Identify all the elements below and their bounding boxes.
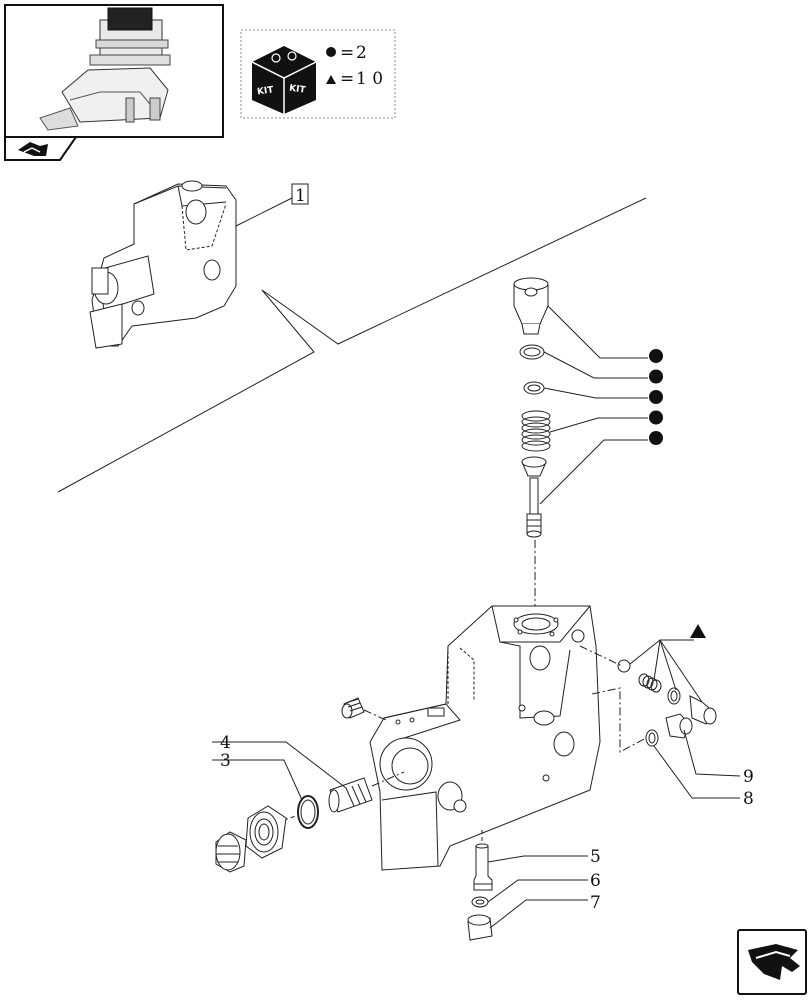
- callout-8: 8: [743, 789, 754, 809]
- callout-7: 7: [590, 893, 601, 913]
- leader-6: [487, 879, 588, 903]
- previous-page-icon[interactable]: [18, 142, 48, 156]
- kit-dot-marker: [649, 369, 663, 384]
- plunger: [328, 777, 373, 813]
- triangle-bullet-icon: [326, 75, 336, 84]
- legend-equals-triangle: =: [340, 69, 354, 89]
- kit-dot-marker: [649, 431, 663, 445]
- small-spring: [638, 673, 662, 693]
- kit-box-icon: KIT KIT: [251, 46, 317, 114]
- next-page-button[interactable]: [737, 929, 807, 995]
- o-ring-upper-inner: [523, 347, 541, 357]
- section-break-line: [57, 197, 647, 493]
- leader-7: [489, 899, 588, 929]
- kit-legend: KIT KIT = 2 = 1 0: [240, 29, 396, 119]
- triangle-count: 1 0: [356, 69, 383, 89]
- dot-count: 2: [356, 43, 367, 63]
- leader-4: [212, 741, 347, 789]
- kit-dot-marker: [649, 410, 663, 425]
- reference-box-label: 1: [295, 186, 306, 206]
- legend-equals-dot: =: [340, 43, 354, 63]
- leader-3: [212, 759, 303, 801]
- thumbnail-panel[interactable]: [4, 4, 224, 161]
- kit-dots: [649, 349, 663, 445]
- pilot-pin: [526, 477, 542, 538]
- machine-thumbnail-icon: [39, 7, 171, 131]
- set-screw-top: [341, 697, 365, 719]
- centerline-side-upper: [579, 645, 623, 667]
- plug-lower: [665, 713, 693, 739]
- callout-3: 3: [220, 751, 231, 771]
- valve-body: [369, 605, 601, 871]
- next-page-arrow-icon: [748, 944, 800, 980]
- callout-6: 6: [590, 871, 601, 891]
- leader-9: [683, 729, 741, 777]
- callout-4: 4: [220, 733, 231, 753]
- callout-9: 9: [743, 767, 754, 787]
- kit-label-left: KIT: [257, 85, 276, 97]
- poppet: [521, 456, 547, 477]
- centerline-side-lower: [591, 687, 647, 753]
- dot-bullet-icon: [326, 47, 336, 57]
- centerline-plunger: [371, 771, 405, 787]
- o-ring-lower-inner: [527, 384, 541, 392]
- leader-8: [653, 745, 740, 799]
- triangle-leaders: [629, 639, 703, 703]
- o-ring-side-inner: [648, 732, 656, 744]
- reference-leader: [235, 197, 293, 227]
- reference-assembly: [89, 180, 237, 349]
- side-port-parts: [617, 659, 717, 747]
- kit-dot-marker: [649, 349, 663, 363]
- kit-triangle-marker: [690, 624, 706, 638]
- callout-5: 5: [590, 847, 601, 867]
- spring: [521, 410, 551, 452]
- adapter-fitting: [245, 805, 287, 859]
- o-ring-port-inner: [300, 799, 316, 825]
- kit-dot-marker: [649, 390, 663, 404]
- centerline-set-screw: [363, 709, 387, 721]
- leader-5: [487, 855, 588, 863]
- kit-dot-leaders: [539, 305, 648, 505]
- kit-label-right: KIT: [288, 84, 307, 96]
- o-ring-bottom-inner: [475, 899, 485, 905]
- relief-valve-cartridge: [513, 277, 549, 335]
- bottom-plug: [467, 914, 493, 941]
- check-valve-insert: [473, 843, 493, 891]
- cap-nut: [215, 831, 247, 873]
- reference-box: [291, 183, 309, 205]
- plug-upper: [689, 695, 717, 725]
